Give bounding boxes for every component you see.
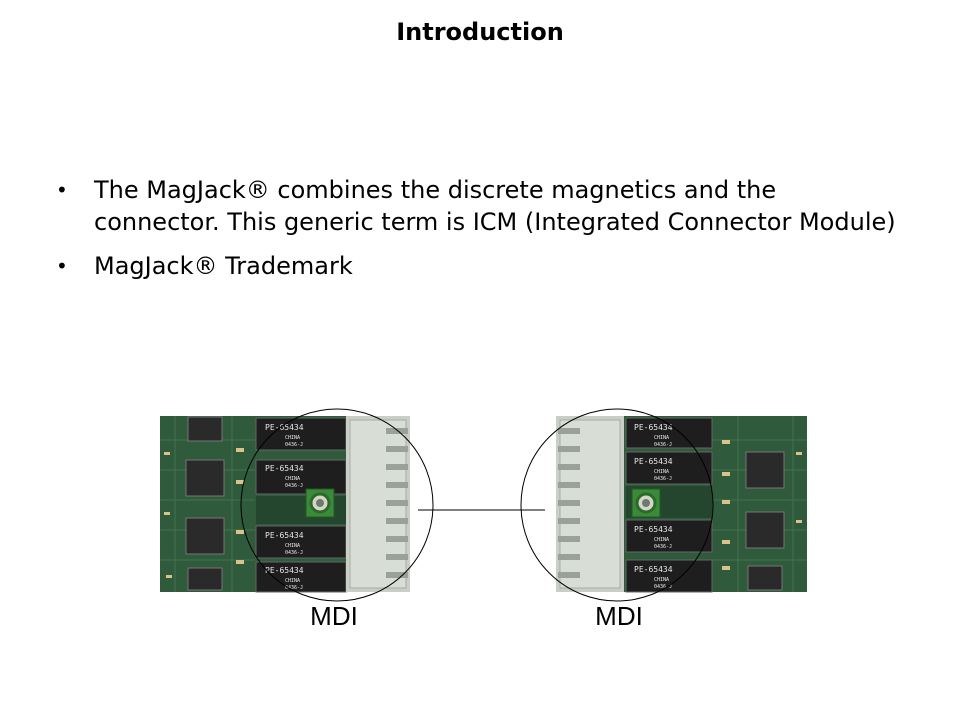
bullet-list: • The MagJack® combines the discrete mag… — [56, 174, 906, 294]
bullet-text: The MagJack® combines the discrete magne… — [94, 176, 896, 236]
left-pcb-chips — [185, 416, 225, 591]
bullet-item: • MagJack® Trademark — [56, 250, 906, 282]
svg-text:CHINA: CHINA — [654, 537, 669, 543]
right-module-labels: PE-65434 CHINA 0436-J PE-65434 CHINA 043… — [634, 423, 673, 590]
svg-text:PE-65434: PE-65434 — [265, 464, 304, 473]
left-magnetics-modules — [255, 417, 347, 593]
svg-text:0436-J: 0436-J — [654, 544, 672, 550]
left-mdi-circle — [240, 408, 434, 602]
svg-text:PE-65434: PE-65434 — [265, 566, 304, 575]
left-pcb-photo: PE-65434 CHINA 0436-J PE-65434 CHINA 043… — [160, 416, 410, 593]
bullet-marker: • — [56, 254, 68, 278]
right-pcb-chips — [745, 451, 785, 591]
left-module-labels: PE-65434 CHINA 0436-J PE-65434 CHINA 043… — [265, 423, 304, 591]
svg-text:PE-65434: PE-65434 — [265, 531, 304, 540]
svg-text:0436-J: 0436-J — [654, 476, 672, 482]
svg-text:0436-J: 0436-J — [285, 442, 303, 448]
bullet-marker: • — [56, 178, 68, 202]
mdi-callouts — [240, 408, 714, 602]
svg-text:0436-J: 0436-J — [285, 483, 303, 489]
svg-text:PE-65434: PE-65434 — [634, 525, 673, 534]
svg-text:PE-65434: PE-65434 — [634, 565, 673, 574]
bullet-item: • The MagJack® combines the discrete mag… — [56, 174, 906, 238]
svg-text:CHINA: CHINA — [654, 577, 669, 583]
bullet-text: MagJack® Trademark — [94, 252, 353, 280]
right-mdi-circle — [520, 408, 714, 602]
svg-text:CHINA: CHINA — [285, 476, 300, 482]
right-mdi-label: MDI — [595, 601, 643, 631]
svg-text:CHINA: CHINA — [285, 435, 300, 441]
svg-text:CHINA: CHINA — [285, 543, 300, 549]
right-pcb-photo: PE-65434 CHINA 0436-J PE-65434 CHINA 043… — [556, 416, 807, 593]
svg-text:CHINA: CHINA — [285, 578, 300, 584]
left-mdi-label: MDI — [310, 601, 358, 631]
svg-text:CHINA: CHINA — [654, 469, 669, 475]
svg-text:0436-J: 0436-J — [285, 585, 303, 591]
svg-text:0436-J: 0436-J — [654, 584, 672, 590]
right-magnetics-modules — [625, 417, 713, 593]
svg-text:0436-J: 0436-J — [285, 550, 303, 556]
svg-text:CHINA: CHINA — [654, 435, 669, 441]
svg-text:0436-J: 0436-J — [654, 442, 672, 448]
slide-title: Introduction — [396, 18, 564, 46]
svg-text:PE-65434: PE-65434 — [265, 423, 304, 432]
right-rj45-connector — [556, 416, 624, 592]
svg-text:PE-65434: PE-65434 — [634, 457, 673, 466]
svg-text:PE-65434: PE-65434 — [634, 423, 673, 432]
left-rj45-connector — [346, 416, 410, 592]
